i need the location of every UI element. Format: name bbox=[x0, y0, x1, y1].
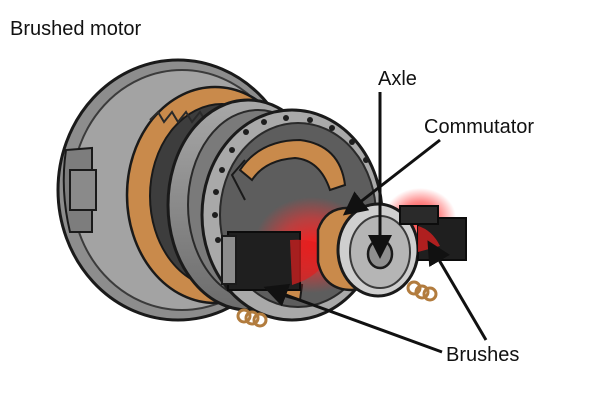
brushes-arrow-right bbox=[427, 240, 488, 341]
axle-label: Axle bbox=[378, 68, 417, 90]
commutator-label: Commutator bbox=[424, 116, 535, 138]
callout-arrows bbox=[263, 92, 488, 354]
commutator-arrow bbox=[342, 138, 441, 216]
brushes-arrow-left bbox=[263, 283, 443, 354]
brushes-label: Brushes bbox=[446, 344, 520, 366]
left-brush bbox=[221, 231, 330, 291]
diagram-title: Brushed motor bbox=[10, 18, 142, 40]
brush-springs bbox=[236, 280, 438, 328]
